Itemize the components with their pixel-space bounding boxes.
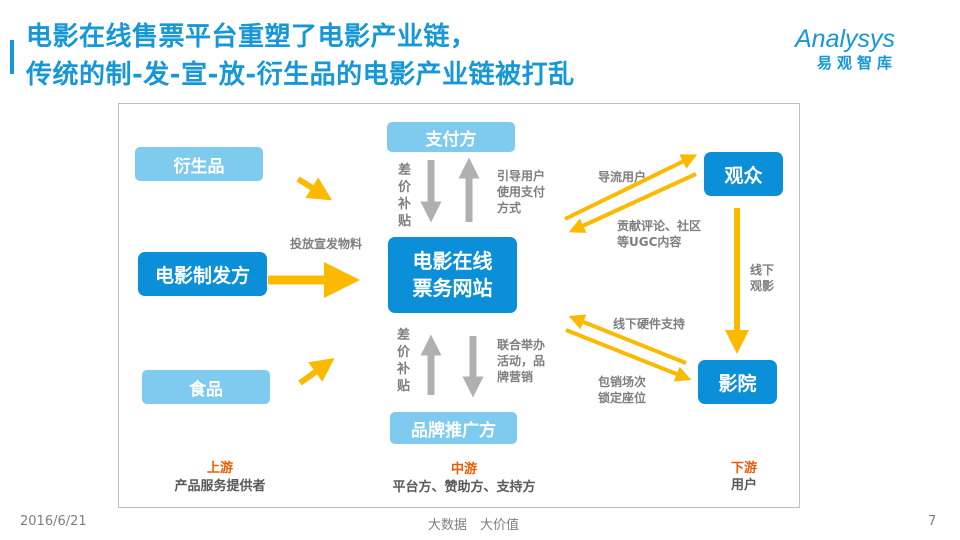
platform-line2: 票务网站 <box>412 276 493 300</box>
label-hardware: 线下硬件支持 <box>613 317 686 331</box>
node-audience: 观众 <box>704 152 783 196</box>
tier-upstream: 上游 <box>206 461 233 476</box>
node-cinema: 影院 <box>698 360 777 404</box>
label-subsidy-top: 差价补贴 <box>398 163 412 229</box>
label-block-booking: 包销场次锁定座位 <box>598 375 647 405</box>
node-platform: 电影在线 票务网站 <box>388 237 517 313</box>
node-food: 食品 <box>142 370 270 404</box>
node-producer: 电影制发方 <box>138 252 267 296</box>
tier-downstream-desc: 用户 <box>730 478 757 493</box>
label-joint-events: 联合举办活动，品牌营销 <box>497 338 546 384</box>
diagram-frame <box>118 103 800 508</box>
tier-upstream-desc: 产品服务提供者 <box>174 479 266 494</box>
platform-line1: 电影在线 <box>412 249 493 273</box>
footer-slogan: 大数据 大价值 <box>428 518 520 533</box>
logo-cn: 易观智库 <box>817 54 898 72</box>
page-title-line1: 电影在线售票平台重塑了电影产业链， <box>26 22 477 52</box>
tier-midstream-desc: 平台方、赞助方、支持方 <box>392 480 536 495</box>
node-brand-promoter: 品牌推广方 <box>390 412 517 444</box>
page-title-line2: 传统的制-发-宣-放-衍生品的电影产业链被打乱 <box>26 60 575 90</box>
footer-date: 2016/6/21 <box>20 514 87 529</box>
arrow-platform-to-audience <box>564 154 698 221</box>
label-guide-payment: 引导用户使用支付方式 <box>497 169 546 215</box>
label-traffic: 导流用户 <box>598 170 647 184</box>
node-payment: 支付方 <box>387 122 515 152</box>
analysys-logo: Analysys 易观智库 <box>795 26 930 73</box>
arrow-cinema-to-platform <box>568 314 687 365</box>
logo-brand: Analysys <box>795 25 896 53</box>
label-materials: 投放宣发物料 <box>290 237 363 251</box>
tier-midstream: 中游 <box>450 462 477 477</box>
title-accent-bar <box>10 40 14 74</box>
arrow-platform-to-cinema <box>565 328 692 382</box>
node-derivatives: 衍生品 <box>135 147 263 181</box>
tier-downstream: 下游 <box>730 461 757 476</box>
label-ugc: 贡献评论、社区等UGC内容 <box>617 219 702 249</box>
arrow-derivatives-to-platform <box>296 176 333 201</box>
arrow-audience-to-platform <box>568 172 697 233</box>
arrow-food-to-platform <box>298 357 335 386</box>
label-subsidy-bottom: 差价补贴 <box>397 328 411 394</box>
footer-page-number: 7 <box>928 514 937 529</box>
label-offline-viewing: 线下观影 <box>750 263 775 293</box>
